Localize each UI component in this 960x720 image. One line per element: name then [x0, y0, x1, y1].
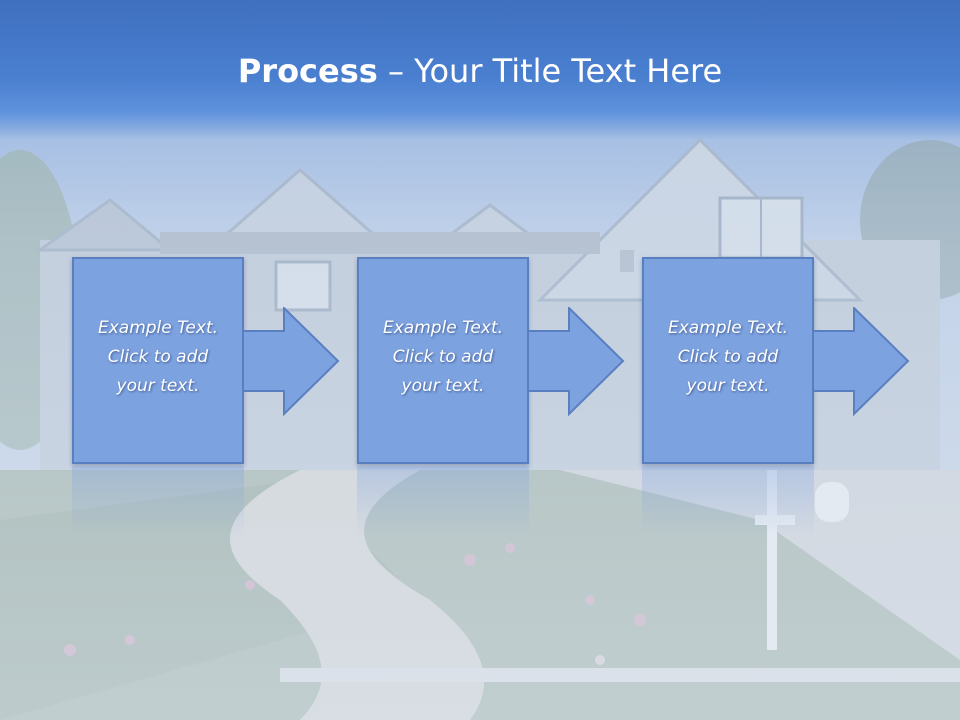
process-step-2-text: Example Text. Click to add your text.	[359, 314, 527, 401]
step-text-line: Example Text.	[97, 318, 219, 338]
process-step-1-box[interactable]: Example Text. Click to add your text.	[72, 257, 244, 464]
step-reflection	[72, 466, 244, 536]
right-arrow-icon	[242, 307, 340, 417]
slide-title[interactable]: Process – Your Title Text Here	[0, 52, 960, 90]
title-band	[0, 0, 960, 140]
step-reflection	[357, 466, 529, 536]
step-text-line: your text.	[686, 376, 770, 396]
process-step-2-box[interactable]: Example Text. Click to add your text.	[357, 257, 529, 464]
step-text-line: Example Text.	[382, 318, 504, 338]
right-arrow-icon	[527, 307, 625, 417]
step-text-line: your text.	[401, 376, 485, 396]
step-text-line: Click to add	[677, 347, 779, 367]
step-text-line: Example Text.	[667, 318, 789, 338]
step-text-line: Click to add	[392, 347, 494, 367]
process-step-1-text: Example Text. Click to add your text.	[74, 314, 242, 401]
step-reflection	[642, 466, 814, 536]
title-rest-part: – Your Title Text Here	[377, 52, 723, 90]
step-text-line: your text.	[116, 376, 200, 396]
right-arrow-icon	[812, 307, 910, 417]
process-step-3-box[interactable]: Example Text. Click to add your text.	[642, 257, 814, 464]
title-bold-part: Process	[237, 52, 378, 90]
step-text-line: Click to add	[107, 347, 209, 367]
process-step-3-text: Example Text. Click to add your text.	[644, 314, 812, 401]
